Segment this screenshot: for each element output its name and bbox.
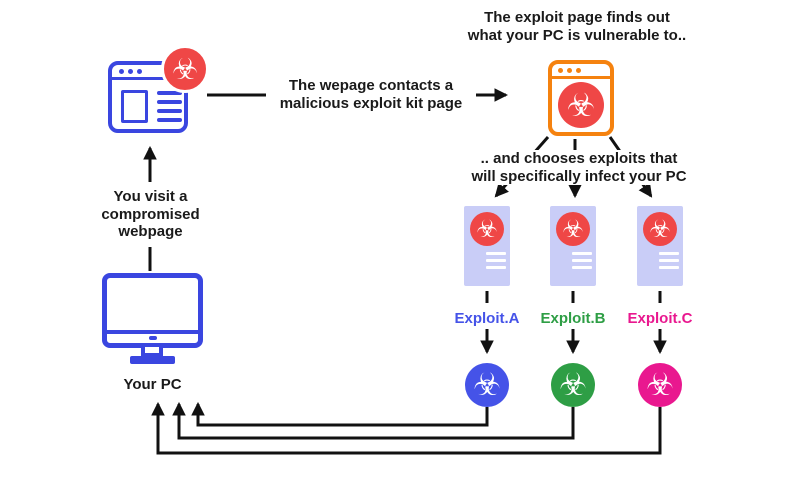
biohazard-icon: ☣ — [562, 215, 584, 243]
page-text-line — [157, 109, 182, 113]
arrow-payload-c-to-pc — [151, 401, 662, 455]
browser-dot-icon — [567, 68, 572, 73]
monitor-button-icon — [148, 336, 157, 340]
monitor-base — [130, 356, 175, 364]
biohazard-icon: ☣ — [172, 51, 198, 86]
page-text-line — [157, 118, 182, 122]
exploit-file-a-icon: ☣ — [464, 206, 510, 286]
note-webpage-contacts-kit: The wepage contacts a malicious exploit … — [279, 77, 463, 112]
exploit-c-payload-icon: ☣ — [638, 363, 682, 407]
exploit-a-payload-icon: ☣ — [465, 363, 509, 407]
browser-dot-icon — [137, 69, 142, 74]
biohazard-icon: ☣ — [476, 215, 498, 243]
note-you-visit-compromised: You visit a compromised webpage — [101, 188, 200, 241]
arrow-payload-b-to-pc — [172, 401, 575, 440]
file-text-line — [486, 259, 506, 262]
exploit-a-label: Exploit.A — [454, 310, 520, 327]
browser-dot-icon — [119, 69, 124, 74]
file-text-line — [572, 259, 592, 262]
exploit-b-payload-icon: ☣ — [551, 363, 595, 407]
biohazard-icon: ☣ — [646, 366, 674, 403]
exploit-file-b-icon: ☣ — [550, 206, 596, 286]
file-text-line — [572, 266, 592, 269]
file-text-line — [659, 266, 679, 269]
file-text-line — [659, 252, 679, 255]
page-image-placeholder — [121, 90, 148, 123]
note-chooses-exploits: .. and chooses exploits that will specif… — [440, 150, 718, 186]
file-text-line — [572, 252, 592, 255]
biohazard-icon: ☣ — [559, 366, 587, 403]
your-pc-icon — [102, 273, 203, 365]
arrow-payload-a-to-pc — [191, 401, 489, 427]
page-text-line — [157, 91, 182, 95]
monitor-screen — [102, 273, 203, 348]
monitor-bezel-line — [107, 330, 198, 334]
malware-badge-icon: ☣ — [556, 212, 590, 246]
malware-badge-icon: ☣ — [470, 212, 504, 246]
page-text-line — [157, 100, 182, 104]
your-pc-label: Your PC — [123, 376, 182, 393]
biohazard-icon: ☣ — [566, 86, 596, 124]
malware-badge-icon: ☣ — [643, 212, 677, 246]
browser-dot-icon — [576, 68, 581, 73]
note-exploit-page-finds-out: The exploit page finds out what your PC … — [467, 9, 687, 44]
malware-badge-icon: ☣ — [161, 45, 209, 93]
browser-dot-icon — [128, 69, 133, 74]
file-text-line — [659, 259, 679, 262]
exploit-file-c-icon: ☣ — [637, 206, 683, 286]
biohazard-icon: ☣ — [473, 366, 501, 403]
browser-dot-icon — [558, 68, 563, 73]
file-text-line — [486, 252, 506, 255]
browser-header — [112, 65, 184, 80]
monitor-stand — [141, 347, 163, 357]
file-text-line — [486, 266, 506, 269]
malware-badge-icon: ☣ — [558, 82, 604, 128]
browser-header — [552, 64, 610, 79]
exploit-kit-page-icon: ☣ — [548, 60, 614, 136]
biohazard-icon: ☣ — [649, 215, 671, 243]
exploit-c-label: Exploit.C — [627, 310, 693, 327]
exploit-b-label: Exploit.B — [540, 310, 606, 327]
